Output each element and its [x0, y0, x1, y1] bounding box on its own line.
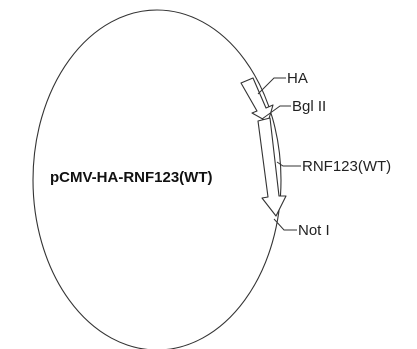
plasmid-backbone: [32, 9, 282, 349]
noti-leader-line: [273, 218, 297, 231]
noti-site-label: Not I: [298, 222, 330, 239]
bglii-site-label: Bgl II: [292, 98, 326, 115]
bglii-leader-line: [261, 105, 291, 120]
rnf123-feature-arrow: [257, 117, 287, 217]
plasmid-name-label: pCMV-HA-RNF123(WT): [50, 169, 213, 186]
ha-leader-line: [257, 77, 286, 95]
rnf123-leader-line: [276, 161, 301, 167]
ha-feature-arrow: [240, 77, 274, 123]
ha-feature-label: HA: [287, 70, 308, 87]
rnf123-feature-label: RNF123(WT): [302, 158, 391, 175]
